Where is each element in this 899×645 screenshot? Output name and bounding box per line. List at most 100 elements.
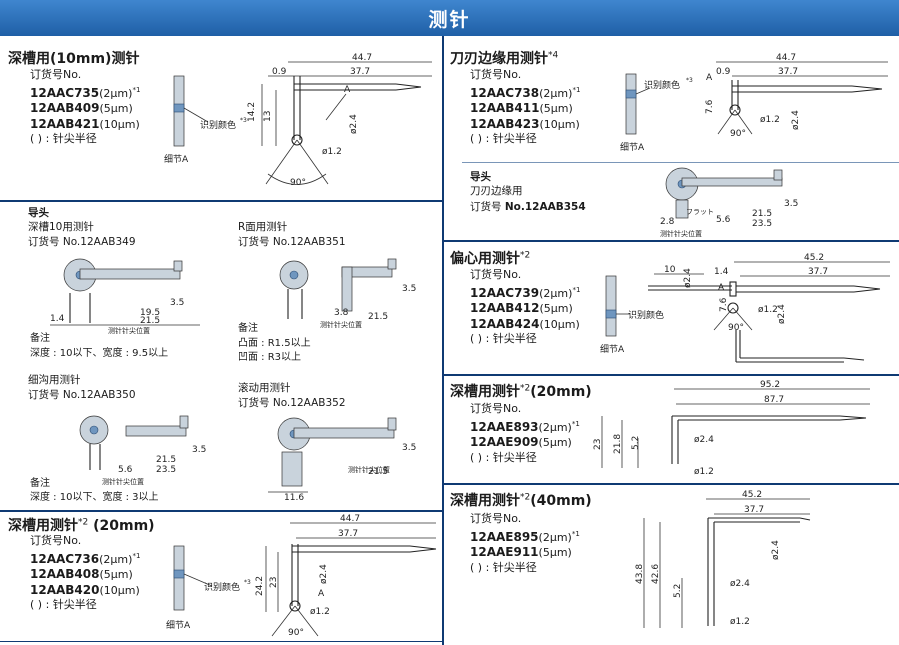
section-title-text: 深槽用(10mm)测针 (8, 51, 140, 67)
stylus-drawing-s2: 44.7 37.7 90° 24.2 23 ø2.4 A ø1.2 (255, 514, 437, 638)
section-title-deep-groove-10: 深槽用(10mm)测针 (8, 48, 139, 68)
dim: 23.5 (752, 219, 772, 229)
divider-right-2 (444, 374, 899, 376)
knife-guide-title: 导头 (470, 170, 491, 184)
detail-a-marker: A (718, 283, 725, 293)
section-title-eccentric: 偏心用测针*2 (450, 248, 530, 268)
tip-radius-note: ( ) : 针尖半径 (470, 450, 537, 464)
dim-0-9: 0.9 (272, 67, 287, 77)
knife-guide-name: 刀刃边缘用 (470, 185, 523, 197)
guide-3-note: 深度 : 10以下、宽度 : 3以上 (30, 492, 159, 503)
column-divider (442, 36, 444, 645)
detail-a-marker: A (318, 589, 325, 599)
dim: 21.5 (368, 312, 388, 322)
tip-radius-note: ( ) : 针尖半径 (470, 560, 537, 574)
order-code: 12AAE893(2μm)*1 (470, 417, 580, 436)
code-suffix: (10μm) (539, 317, 580, 331)
order-code: 12AAB409(5μm) (30, 101, 140, 117)
tip-radius-note: ( ) : 针尖半径 (470, 132, 537, 145)
code-suffix: (5μm) (538, 546, 572, 559)
order-code: 12AAB408(5μm) (30, 567, 140, 583)
dim-dia-2-4: ø2.4 (771, 540, 781, 560)
dim: 1.4 (50, 314, 65, 324)
code-text: 12AAB408 (30, 567, 100, 581)
dim-dia-1-2: ø1.2 (758, 305, 778, 315)
guide-2-notes-label: 备注 (238, 323, 258, 334)
guide-1-drawing: 3.5 19.5 21.5 1.4 测针针尖位置 (50, 258, 200, 335)
dim: 3.5 (784, 199, 798, 209)
section-title-deep-groove-20b: 深槽用测针*2(20mm) (450, 381, 592, 401)
id-color-label: 识别颜色 (204, 581, 240, 593)
guide-1-notes-label: 备注 (30, 333, 50, 344)
dim-dia-2-4: ø2.4 (319, 564, 329, 584)
divider-right-3 (444, 483, 899, 485)
code-text: 12AAB424 (470, 316, 540, 331)
dim-37-7: 37.7 (350, 67, 370, 77)
dim: 3.5 (170, 298, 184, 308)
dim-dia-1-2: ø1.2 (760, 115, 780, 125)
dim-dia-2-4b: ø2.4 (730, 579, 750, 589)
order-code: No.12AAB354 (504, 201, 586, 213)
knife-guide-order: 订货号 No.12AAB354 (470, 200, 586, 214)
code-sup: *1 (571, 529, 580, 538)
code-text: 12AAB411 (470, 101, 540, 115)
code-suffix: (10μm) (99, 583, 140, 597)
dim: 21.5 (368, 467, 388, 477)
guide-2-note-a: 凸面 : R1.5以上 (238, 338, 311, 349)
code-suffix: (5μm) (538, 436, 572, 449)
stylus-drawing-s3: 44.7 37.7 0.9 90° A 7.6 ø2.4 ø1.2 (705, 53, 888, 139)
dim-dia-2-4b: ø2.4 (683, 268, 693, 288)
tip-radius-note: ( ) : 针尖半径 (30, 598, 97, 611)
dim-5-2: 5.2 (673, 584, 683, 598)
code-suffix: (5μm) (99, 568, 133, 581)
dim-dia-2-4: ø2.4 (791, 110, 801, 130)
dim-dia-2-4: ø2.4 (694, 435, 714, 445)
dim-14-2: 14.2 (247, 102, 257, 122)
dim-37-7: 37.7 (778, 67, 798, 77)
dim-13: 13 (263, 111, 273, 122)
detail-a-drawing-s3: 识别颜色 *3 细节A (620, 73, 693, 153)
order-code: 12AAB424(10μm) (470, 317, 580, 333)
order-label: 订货号No. (470, 512, 522, 525)
dim-44-7: 44.7 (340, 514, 360, 524)
guides-title: 导头 (28, 206, 49, 220)
divider-left-2 (0, 510, 442, 512)
pos-label: 测针针尖位置 (348, 465, 390, 474)
id-color-label: 识别颜色 (200, 119, 236, 131)
code-text: 12AAE895 (470, 529, 539, 544)
tip-radius-note: ( ) : 针尖半径 (30, 132, 97, 145)
dim-dia-1-2: ø1.2 (310, 607, 330, 617)
dim: 5.6 (118, 465, 133, 475)
dim-37-7: 37.7 (744, 505, 764, 515)
code-suffix: (5μm) (539, 302, 573, 315)
knife-guide-title-text: 导头 (470, 171, 491, 183)
code-sup: *1 (132, 85, 141, 94)
code-text: 12AAB409 (30, 101, 100, 115)
code-suffix: (2μm) (539, 286, 573, 300)
guide-1-note: 深度 : 10以下、宽度 : 9.5以上 (30, 348, 169, 359)
guide-1-name: 深槽10用测针 (28, 221, 94, 233)
dim-42-6: 42.6 (651, 564, 661, 584)
dim-dia-1-2: ø1.2 (322, 147, 342, 157)
title-sup: *2 (520, 492, 531, 503)
order-block-s2: 订货号No. 12AAC736(2μm)*1 12AAB408(5μm) 12A… (30, 534, 140, 613)
guide-2-name: R面用测针 (238, 221, 288, 233)
detail-label: 细节A (166, 619, 191, 631)
guides-title-text: 导头 (28, 207, 49, 219)
guide-2-drawing: 3.5 3.8 21.5 测针针尖位置 (279, 258, 416, 329)
dim-7-6: 7.6 (705, 99, 715, 114)
dim: 3.5 (192, 445, 206, 455)
dim-37-7: 37.7 (338, 529, 358, 539)
dim: 21.5 (156, 455, 176, 465)
stylus-drawing-s1: 44.7 37.7 0.9 90° 14.2 13 A ø2.4 ø1.2 (247, 53, 432, 188)
guide-4-order: 订货号 No.12AAB352 (238, 397, 346, 409)
divider-left-1 (0, 200, 442, 202)
dim-0-9: 0.9 (716, 67, 731, 77)
order-code: 12AAB421(10μm) (30, 117, 140, 133)
dim-angle: 90° (290, 178, 306, 188)
id-color-sup: *3 (244, 579, 251, 586)
guide-3-drawing: 3.5 21.5 23.5 5.6 测针针尖位置 (79, 415, 206, 486)
section-title-text: 深槽用测针 (450, 493, 520, 509)
order-code: 12AAB420(10μm) (30, 583, 140, 599)
code-suffix: (2μm) (99, 552, 133, 566)
